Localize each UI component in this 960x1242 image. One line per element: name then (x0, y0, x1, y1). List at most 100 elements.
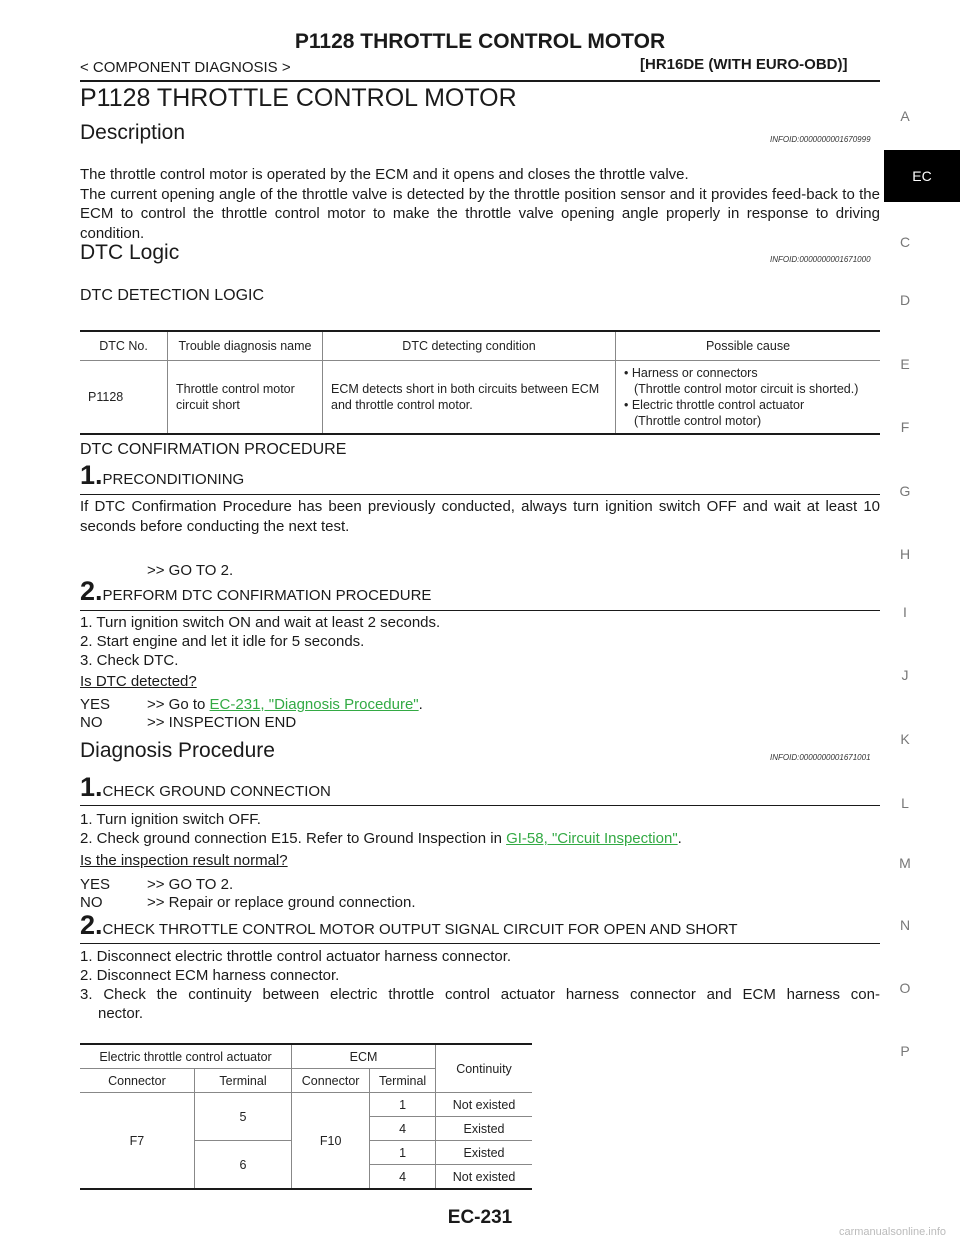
step-label: CHECK THROTTLE CONTROL MOTOR OUTPUT SIGN… (102, 921, 738, 938)
running-header-model: [HR16DE (WITH EURO-OBD)] (640, 56, 848, 73)
col-connector: Connector (80, 1068, 195, 1093)
step-2-item-1: 1. Turn ignition switch ON and wait at l… (80, 614, 441, 631)
diagnosis-procedure-link[interactable]: EC-231, "Diagnosis Procedure" (209, 696, 419, 713)
col-connector: Connector (291, 1068, 371, 1093)
side-index-m[interactable]: M (899, 855, 911, 871)
yes-key: YES (80, 696, 111, 713)
diagnosis-procedure-heading: Diagnosis Procedure (80, 739, 275, 762)
detecting-condition: ECM detects short in both circuits betwe… (322, 360, 616, 434)
continuity-value: Not existed (435, 1164, 532, 1189)
table-row: P1128 Throttle control motor circuit sho… (80, 360, 880, 434)
actuator-connector: F7 (80, 1092, 195, 1190)
step-number: 1. (80, 460, 103, 490)
col-continuity: Continuity (435, 1044, 532, 1093)
cause-2-detail: (Throttle control motor) (634, 414, 762, 428)
side-index-a[interactable]: A (900, 108, 910, 124)
inspection-normal-question: Is the inspection result normal? (80, 852, 288, 869)
step-1-goto: >> GO TO 2. (147, 562, 234, 579)
side-index-f[interactable]: F (900, 419, 910, 435)
step-1-text: If DTC Confirmation Procedure has been p… (80, 498, 880, 535)
side-index-c[interactable]: C (899, 234, 911, 250)
continuity-value: Existed (435, 1116, 532, 1141)
side-index-d[interactable]: D (899, 292, 911, 308)
continuity-value: Existed (435, 1140, 532, 1165)
step-number: 1. (80, 772, 103, 802)
col-trouble-name: Trouble diagnosis name (167, 331, 323, 361)
actuator-terminal: 5 (193, 1092, 293, 1141)
col-terminal: Terminal (369, 1068, 436, 1093)
yes-key: YES (80, 876, 111, 893)
ecm-terminal: 1 (369, 1140, 436, 1165)
step-label: PERFORM DTC CONFIRMATION PROCEDURE (102, 587, 432, 604)
cause-1: • Harness or connectors (624, 366, 758, 380)
table-subheader-row: Connector Terminal Connector Terminal (80, 1068, 532, 1093)
circuit-inspection-link[interactable]: GI-58, "Circuit Inspection" (506, 830, 678, 847)
step-number: 2. (80, 910, 103, 940)
dtc-detection-heading: DTC DETECTION LOGIC (80, 287, 265, 304)
side-index-i[interactable]: I (903, 604, 907, 620)
no-action: >> Repair or replace ground connection. (147, 894, 416, 911)
description-text: The throttle control motor is operated b… (80, 165, 880, 243)
col-dtc-no: DTC No. (80, 331, 168, 361)
diag-step-1-ground: 1.CHECK GROUND CONNECTION (80, 772, 880, 806)
continuity-value: Not existed (435, 1092, 532, 1117)
table-row: 6 1 Existed (80, 1140, 532, 1190)
table-row: 4 Not existed (80, 1164, 532, 1189)
cause-2: • Electric throttle control actuator (624, 398, 805, 412)
side-index-l[interactable]: L (901, 795, 909, 811)
side-index-p[interactable]: P (900, 1043, 910, 1059)
description-line-1: The throttle control motor is operated b… (80, 166, 689, 183)
running-header-section: < COMPONENT DIAGNOSIS > (80, 59, 291, 76)
side-index-n[interactable]: N (899, 917, 911, 933)
dtc-code: P1128 (88, 390, 124, 404)
ecm-connector: F10 (291, 1092, 371, 1190)
table-row: 4 Existed (80, 1116, 532, 1141)
yes-suffix: . (418, 696, 423, 713)
table-row: F7 5 F10 1 Not existed (80, 1092, 532, 1190)
actuator-terminal: 6 (194, 1140, 293, 1190)
col-condition: DTC detecting condition (322, 331, 616, 361)
diag-step-2-item-3: 3. Check the continuity between electric… (80, 986, 880, 1003)
page-number: EC-231 (447, 1207, 513, 1228)
page-title: P1128 THROTTLE CONTROL MOTOR (80, 84, 517, 112)
diag-step-1-item-2: 2. Check ground connection E15. Refer to… (80, 830, 682, 847)
step-2-perform-confirmation: 2.PERFORM DTC CONFIRMATION PROCEDURE (80, 576, 880, 611)
side-index-e[interactable]: E (900, 356, 910, 372)
dtc-logic-table: DTC No. Trouble diagnosis name DTC detec… (80, 330, 880, 435)
description-line-2: The current opening angle of the throttl… (80, 185, 880, 242)
side-index-k[interactable]: K (900, 731, 910, 747)
description-infoid: INFOID:0000000001670999 (770, 135, 871, 144)
side-index-g[interactable]: G (899, 483, 911, 499)
cause-1-detail: (Throttle control motor circuit is short… (634, 382, 859, 396)
header-rule (80, 80, 880, 82)
dtc-detected-question: Is DTC detected? (80, 673, 197, 690)
item-2-suffix: . (677, 830, 682, 847)
side-index-j[interactable]: J (901, 667, 909, 683)
diagnosis-infoid: INFOID:0000000001671001 (770, 753, 871, 762)
side-index-o[interactable]: O (899, 980, 911, 996)
diag-step-2-item-1: 1. Disconnect electric throttle control … (80, 948, 512, 965)
table-header-row: DTC No. Trouble diagnosis name DTC detec… (80, 331, 880, 361)
no-key: NO (80, 714, 103, 731)
dtc-logic-heading: DTC Logic (80, 241, 180, 264)
diag-step-2-item-3-cont: nector. (98, 1005, 144, 1022)
running-header-title: P1128 THROTTLE CONTROL MOTOR (294, 30, 666, 53)
dtc-confirmation-heading: DTC CONFIRMATION PROCEDURE (80, 441, 347, 458)
diag-step-2-circuit: 2.CHECK THROTTLE CONTROL MOTOR OUTPUT SI… (80, 910, 880, 944)
no-action: >> INSPECTION END (147, 714, 297, 731)
side-index-h[interactable]: H (899, 546, 911, 562)
col-possible-cause: Possible cause (615, 331, 880, 361)
item-2-prefix: 2. Check ground connection E15. Refer to… (80, 830, 507, 847)
side-index-tab-active[interactable]: EC (884, 150, 960, 202)
col-actuator: Electric throttle control actuator (80, 1044, 293, 1069)
yes-action: >> Go to EC-231, "Diagnosis Procedure". (147, 696, 423, 713)
col-terminal: Terminal (193, 1068, 293, 1093)
table-header-row: Electric throttle control actuator ECM C… (80, 1044, 532, 1093)
step-number: 2. (80, 576, 103, 606)
diag-step-1-item-1: 1. Turn ignition switch OFF. (80, 811, 261, 828)
dtc-logic-infoid: INFOID:0000000001671000 (770, 255, 871, 264)
description-heading: Description (80, 121, 186, 144)
diag-step-2-item-2: 2. Disconnect ECM harness connector. (80, 967, 340, 984)
ecm-terminal: 4 (369, 1164, 436, 1189)
ecm-terminal: 1 (369, 1092, 436, 1117)
